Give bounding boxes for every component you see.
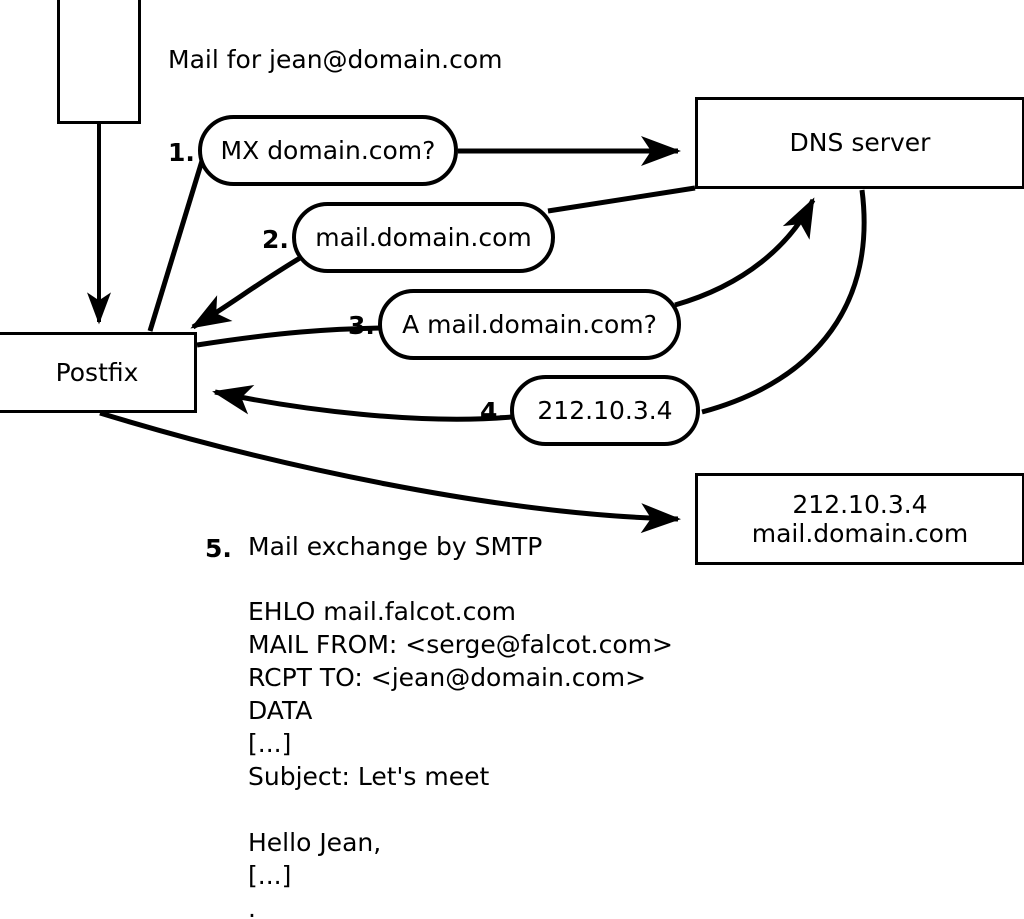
smtp-transcript-line: Subject: Let's meet	[248, 762, 490, 791]
wire-step3-head	[674, 197, 816, 308]
wire-step2-tail	[547, 185, 696, 214]
smtp-transcript-line: [...]	[248, 861, 292, 890]
smtp-transcript-line	[248, 793, 673, 826]
smtp-transcript-line: DATA	[248, 696, 313, 725]
step-4-message-bubble: 212.10.3.4	[510, 375, 700, 446]
smtp-transcript-line: Hello Jean,	[248, 828, 382, 857]
wire-step4-tail	[701, 189, 867, 415]
smtp-transcript-line: RCPT TO: <jean@domain.com>	[248, 663, 647, 692]
wire-step3-tail	[196, 325, 381, 348]
step-5-number: 5.	[205, 534, 232, 563]
step-1-message-label: MX domain.com?	[220, 135, 436, 165]
step-1-message-bubble: MX domain.com?	[198, 115, 458, 186]
wire-step5	[99, 410, 681, 534]
wire-step2-head	[190, 255, 302, 330]
step-3-message-label: A mail.domain.com?	[402, 309, 657, 339]
step-2-message-bubble: mail.domain.com	[292, 202, 555, 273]
step-4-message-label: 212.10.3.4	[537, 395, 673, 425]
dns-server-node: DNS server	[695, 97, 1024, 189]
diagram-title-caption: Mail for jean@domain.com	[168, 45, 503, 74]
step-4-number: 4.	[480, 397, 507, 426]
smtp-transcript-line: MAIL FROM: <serge@falcot.com>	[248, 630, 673, 659]
smtp-transcript-line: EHLO mail.falcot.com	[248, 597, 517, 626]
smtp-transcript-line: .	[248, 894, 256, 919]
step-1-number: 1.	[168, 138, 195, 167]
client-node	[57, 0, 141, 124]
smtp-transcript-line: [...]	[248, 729, 292, 758]
dns-server-node-label: DNS server	[789, 128, 931, 158]
step-2-number: 2.	[262, 225, 289, 254]
step-5-label: Mail exchange by SMTP	[248, 532, 543, 561]
step-2-message-label: mail.domain.com	[315, 222, 532, 252]
target-ip-line: 212.10.3.4	[792, 489, 928, 519]
step-3-message-bubble: A mail.domain.com?	[378, 289, 681, 360]
wire-step1-tail	[147, 150, 208, 332]
step-3-number: 3.	[348, 311, 375, 340]
postfix-node-label: Postfix	[55, 357, 139, 387]
wire-step4-head	[212, 384, 513, 422]
target-host-line: mail.domain.com	[751, 519, 969, 548]
postfix-node: Postfix	[0, 332, 197, 413]
